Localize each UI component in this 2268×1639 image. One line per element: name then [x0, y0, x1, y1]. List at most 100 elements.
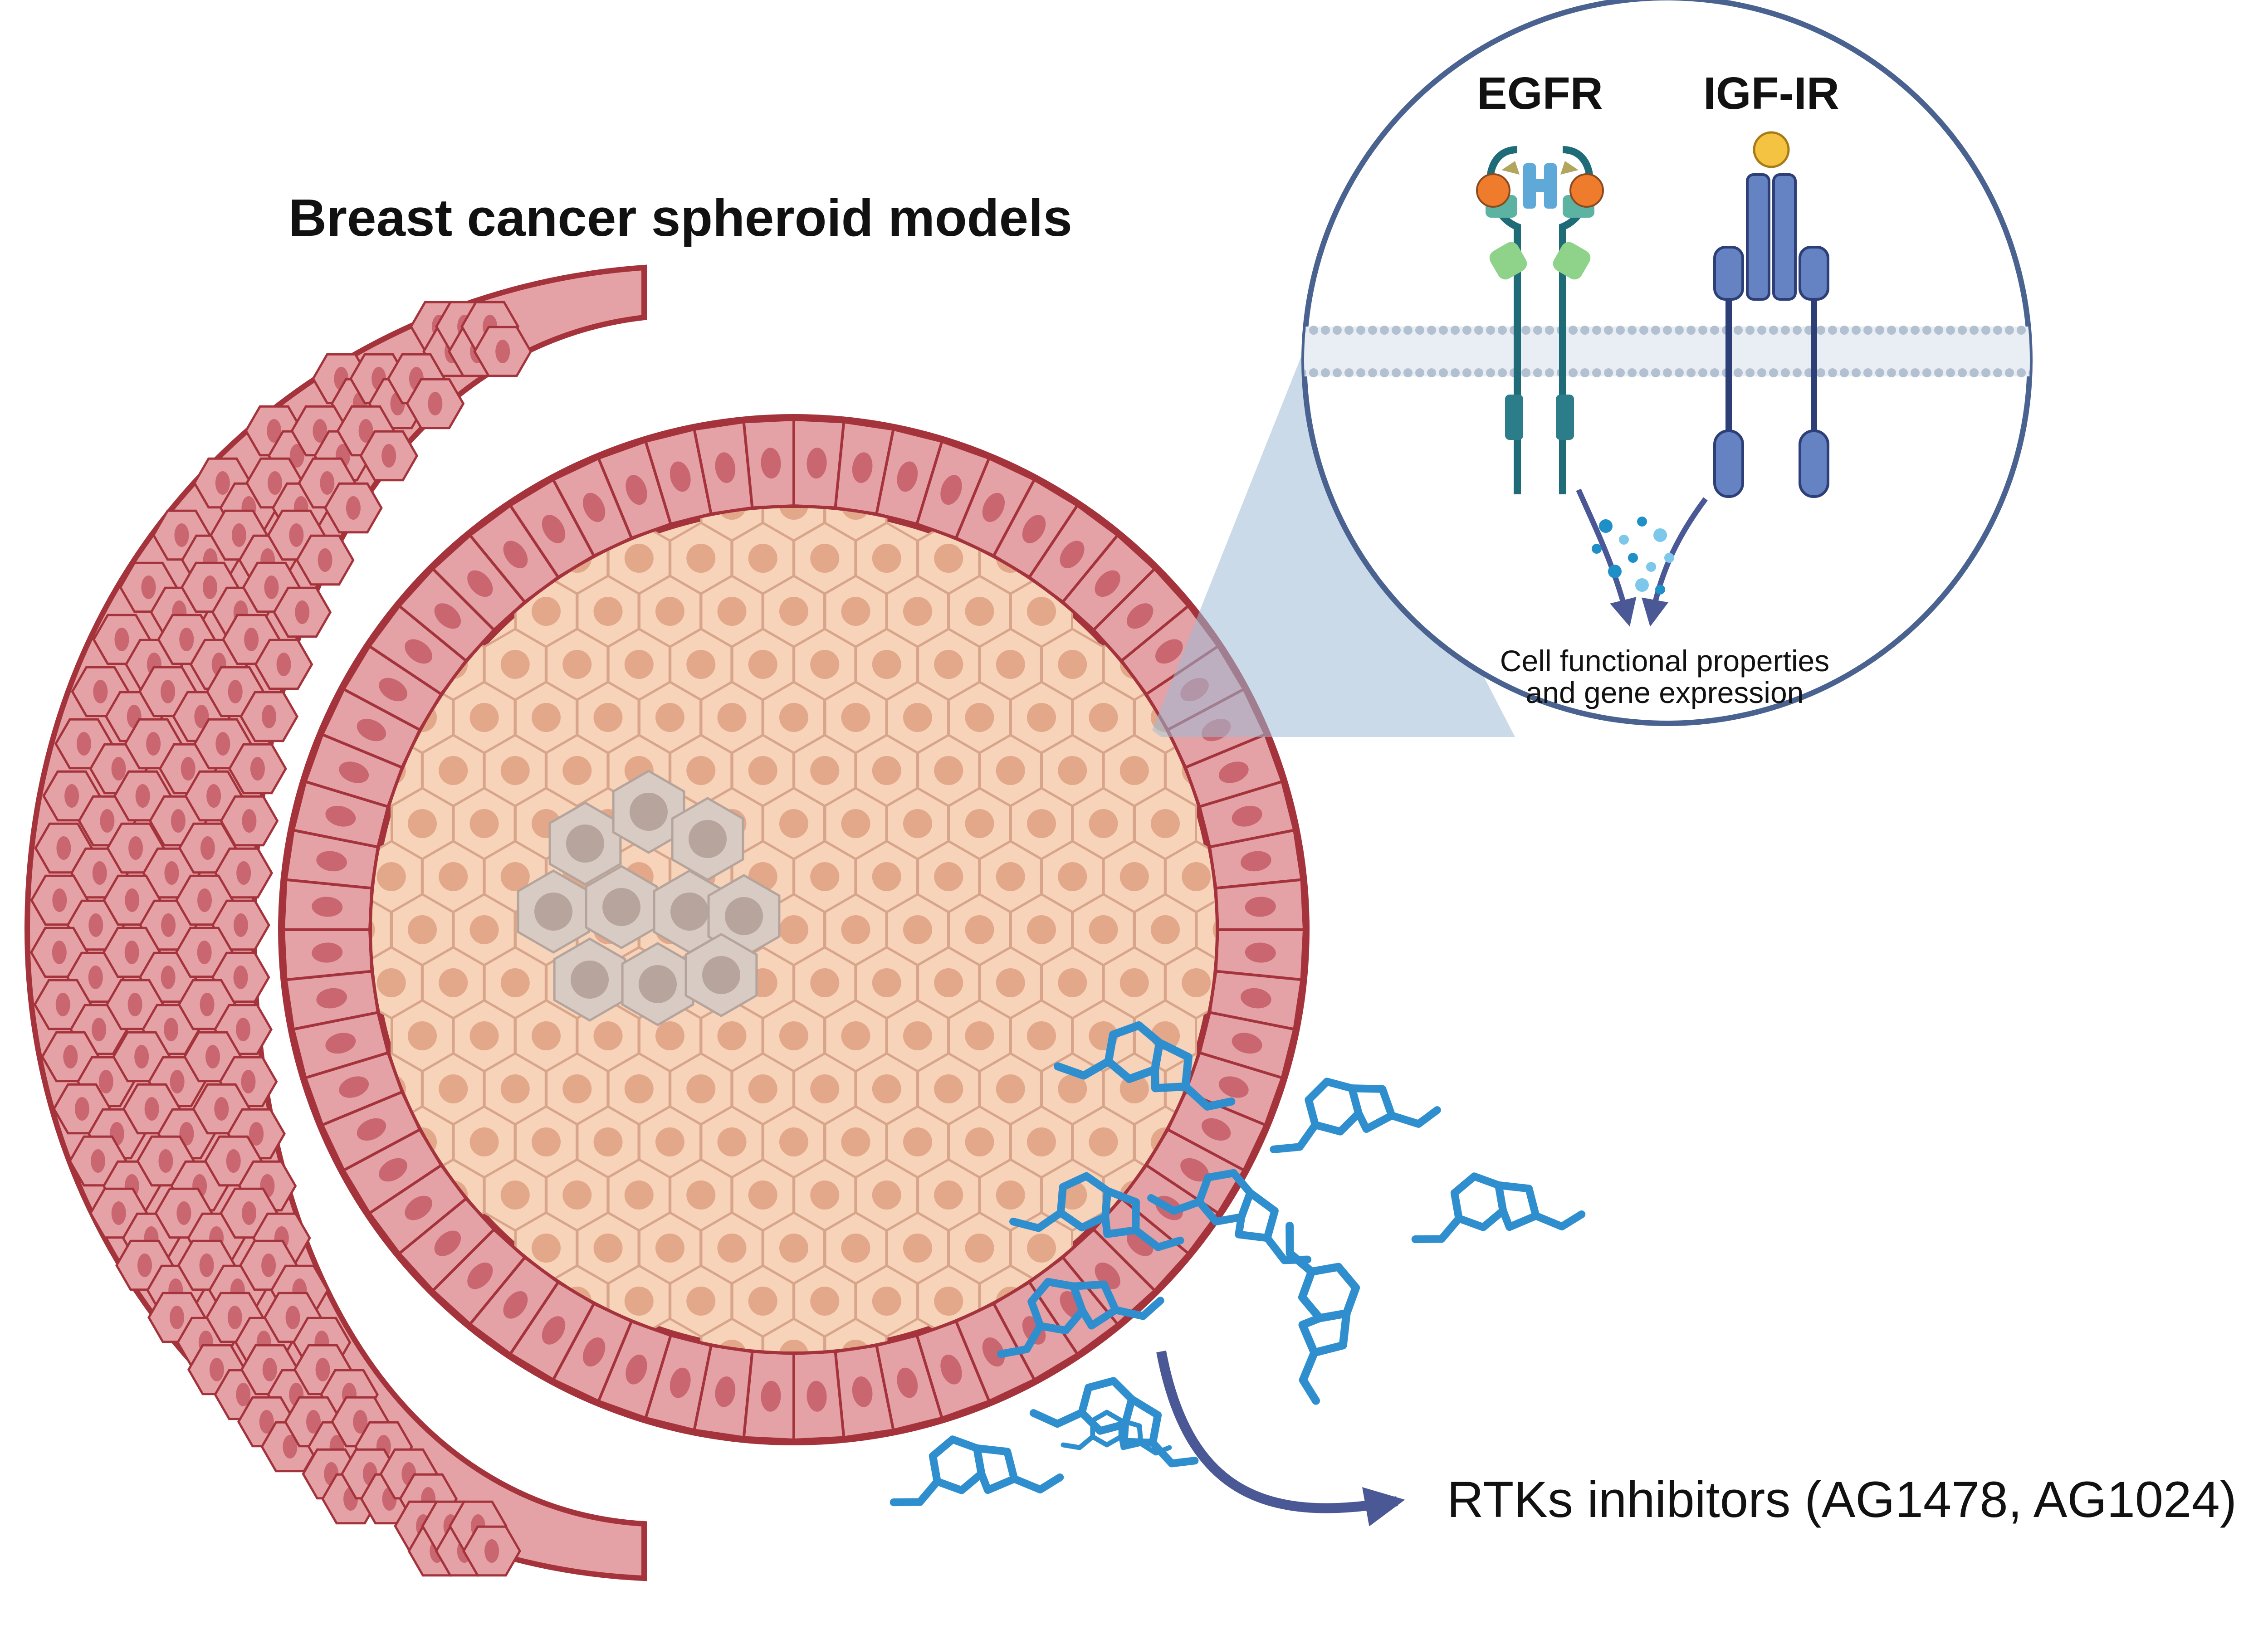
membrane-head — [1321, 326, 1330, 335]
shell-cell-nucleus — [194, 705, 209, 728]
membrane-head — [1344, 326, 1354, 335]
membrane-head — [1734, 368, 1743, 377]
shell-cell-nucleus — [92, 1018, 107, 1041]
inhibitors-label: RTKs inhibitors (AG1478, AG1024) — [1447, 1471, 2237, 1528]
shell-cell-nucleus — [228, 680, 243, 703]
necrotic-cell-nucleus — [602, 888, 640, 926]
shell-cell-nucleus — [158, 1149, 173, 1173]
membrane-head — [1344, 368, 1354, 377]
membrane-head — [1710, 368, 1719, 377]
shell-cell-nucleus — [135, 784, 150, 808]
ring-cell-nucleus — [467, 570, 493, 597]
shell-cell-nucleus — [64, 784, 79, 808]
core-cell-nucleus — [903, 915, 932, 944]
membrane-head — [1392, 326, 1401, 335]
core-cell-nucleus — [408, 1021, 437, 1050]
core-cell-nucleus — [500, 756, 530, 785]
signal-dot — [1646, 562, 1656, 572]
membrane-head — [1993, 368, 2002, 377]
core-cell-nucleus — [748, 1287, 777, 1316]
membrane-head — [2017, 326, 2026, 335]
shell-cell-nucleus — [315, 1358, 330, 1381]
core-cell-nucleus — [934, 968, 963, 997]
membrane-head — [1863, 368, 1872, 377]
side-chain — [1286, 1221, 1316, 1276]
ring-cell-nucleus — [316, 988, 347, 1009]
signal-dot — [1619, 535, 1629, 545]
membrane-head — [1698, 368, 1707, 377]
core-cell-nucleus — [532, 1021, 561, 1050]
core-cell-nucleus — [872, 650, 901, 679]
membrane-head — [1628, 368, 1637, 377]
shell-cell-nucleus — [205, 1045, 220, 1068]
core-cell-nucleus — [841, 597, 870, 626]
core-cell-nucleus — [1119, 862, 1149, 891]
core-cell-nucleus — [593, 597, 623, 626]
membrane-head — [1922, 326, 1931, 335]
shell-cell-nucleus — [289, 444, 304, 468]
membrane-head — [1333, 368, 1342, 377]
core-cell-nucleus — [965, 597, 994, 626]
shell-cell-nucleus — [197, 888, 212, 912]
shell-cell-nucleus — [144, 1097, 159, 1121]
core-cell-nucleus — [779, 1340, 808, 1351]
side-chain — [1388, 1106, 1441, 1128]
core-cell-nucleus — [934, 1180, 963, 1210]
core-cell-nucleus — [934, 1287, 963, 1316]
membrane-head — [1663, 326, 1672, 335]
shell-cell-nucleus — [250, 757, 265, 780]
ring-cell-nucleus — [357, 1118, 386, 1141]
shell-cell-nucleus — [199, 1254, 214, 1277]
core-cell-nucleus — [717, 1234, 747, 1263]
core-cell-nucleus — [562, 756, 592, 785]
side-chain — [1149, 1439, 1199, 1468]
shell-cell-nucleus — [262, 1358, 277, 1381]
membrane-head — [1451, 326, 1460, 335]
core-cell-nucleus — [841, 703, 870, 732]
membrane-head — [1911, 326, 1920, 335]
membrane-head — [1368, 368, 1377, 377]
shell-cell-nucleus — [56, 836, 71, 860]
shell-cell-nucleus — [124, 941, 139, 964]
membrane-head — [1745, 368, 1755, 377]
shell-cell-nucleus — [114, 628, 129, 651]
shell-cell-nucleus — [170, 1070, 185, 1093]
membrane-head — [1356, 368, 1365, 377]
membrane-head — [1934, 368, 1943, 377]
ring-cell-nucleus — [852, 452, 873, 483]
core-cell — [824, 1317, 888, 1351]
core-cell-nucleus — [717, 1021, 747, 1050]
shell-cell-nucleus — [249, 1122, 264, 1146]
core-cell-nucleus — [655, 1021, 684, 1050]
side-chain — [1009, 1209, 1065, 1232]
core-cell-nucleus — [655, 1127, 684, 1156]
membrane-head — [1604, 368, 1613, 377]
ring-cell-nucleus — [626, 1354, 647, 1385]
necrotic-cell-nucleus — [566, 824, 604, 863]
shell-cell-nucleus — [233, 966, 248, 989]
core-cell-nucleus — [903, 1234, 932, 1263]
core-cell-nucleus — [562, 650, 592, 679]
membrane-head — [1380, 326, 1389, 335]
membrane-head — [1533, 326, 1542, 335]
membrane-head — [1922, 368, 1931, 377]
shell-cells — [29, 301, 533, 1577]
signal-dot — [1599, 519, 1613, 533]
shell-cell-nucleus — [295, 600, 310, 624]
membrane-head — [1970, 368, 1979, 377]
necrotic-cell-nucleus — [689, 820, 727, 858]
core-cell-nucleus — [624, 544, 654, 573]
core-cell-nucleus — [686, 650, 716, 679]
ring-cell-nucleus — [940, 1354, 962, 1385]
shell-cell-nucleus — [127, 993, 142, 1016]
membrane-head — [1474, 368, 1483, 377]
ring-cell-nucleus — [1155, 639, 1183, 664]
ring-cell-nucleus — [626, 475, 647, 505]
core-cell-nucleus — [779, 1021, 808, 1050]
ring-cell-nucleus — [1241, 988, 1271, 1009]
inhibitor-molecule — [997, 1278, 1164, 1358]
membrane-head — [1852, 326, 1861, 335]
membrane-head — [1321, 368, 1330, 377]
membrane-head — [1333, 326, 1342, 335]
necrotic-cell-nucleus — [534, 893, 572, 931]
